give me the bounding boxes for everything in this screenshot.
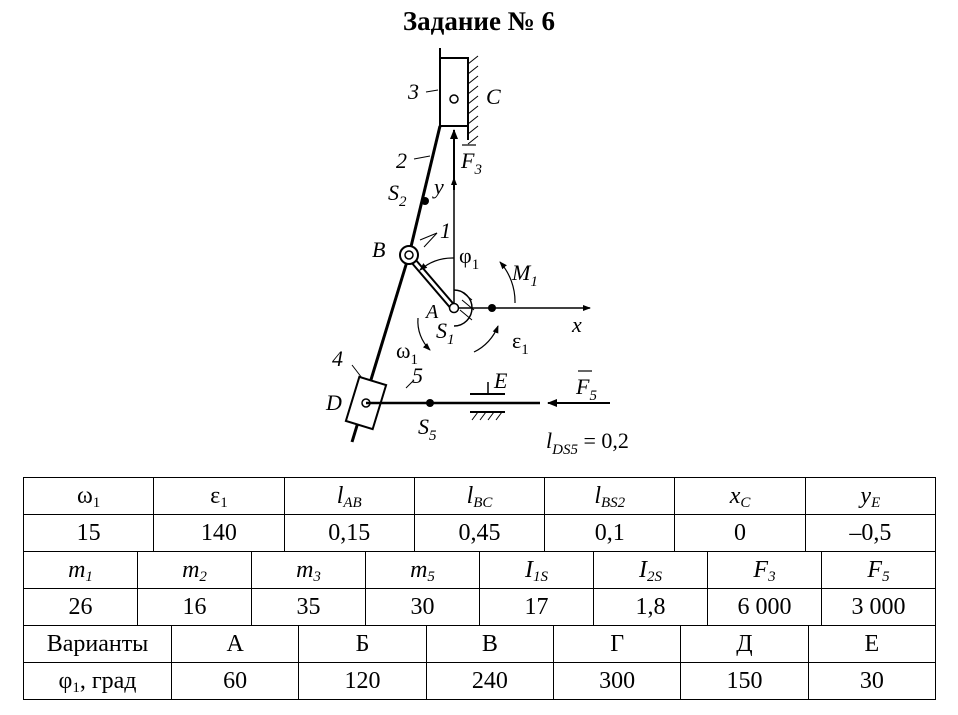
table-cell: 26 xyxy=(23,588,138,626)
label-link-2: 2 xyxy=(396,148,407,173)
table-cell: 0 xyxy=(674,514,806,552)
table-cell: 0,15 xyxy=(283,514,415,552)
table-cell: –0,5 xyxy=(804,514,937,552)
table-row: m1 m2 m3 m5 I1S I2S F3 F5 xyxy=(23,551,936,589)
table-cell: 35 xyxy=(251,588,366,626)
table-cell: 0,45 xyxy=(413,514,546,552)
slider-3 xyxy=(439,57,469,127)
params-table-1: ω1 ε1 lAB lBC lBS2 xC yE 15 140 0,15 0,4… xyxy=(22,477,937,552)
label-point-s5: S5 xyxy=(418,414,437,444)
table-cell: 240 xyxy=(425,662,554,700)
table-cell: 120 xyxy=(298,662,427,700)
label-link-5: 5 xyxy=(412,363,423,388)
label-point-e: E xyxy=(493,368,508,393)
joint-b xyxy=(404,250,414,260)
table-header: F5 xyxy=(821,551,936,589)
label-phi1: φ1 xyxy=(459,243,479,273)
table-cell: 140 xyxy=(153,514,285,552)
label-link-1: 1 xyxy=(440,218,451,243)
label-epsilon: ε1 xyxy=(512,328,529,358)
omega-arc xyxy=(417,317,431,351)
table-header: m3 xyxy=(251,551,366,589)
params-table-2: m1 m2 m3 m5 I1S I2S F3 F5 26 16 35 30 17… xyxy=(23,551,936,626)
guide-c xyxy=(467,55,479,145)
phi-arc xyxy=(419,257,455,271)
label-point-b: B xyxy=(372,237,385,262)
label-point-a: A xyxy=(424,301,439,323)
label-link-4: 4 xyxy=(332,346,343,371)
table-row: 15 140 0,15 0,45 0,1 0 –0,5 xyxy=(22,514,937,552)
table-row: Варианты А Б В Г Д Е xyxy=(23,625,937,663)
table-cell: 1,8 xyxy=(593,588,708,626)
moment-arc xyxy=(499,261,516,304)
table-header: m5 xyxy=(365,551,480,589)
table-cell: Г xyxy=(552,625,682,663)
table-cell: 16 xyxy=(137,588,252,626)
point-s1 xyxy=(488,304,496,312)
table-cell: А xyxy=(170,625,300,663)
label-force-f3: F3 xyxy=(460,148,482,178)
table-header: ω1 xyxy=(22,477,155,515)
label-moment: M1 xyxy=(511,260,538,290)
variants-label: Варианты xyxy=(23,625,172,663)
variants-table: Варианты А Б В Г Д Е φ1, град 60 120 240… xyxy=(23,625,937,700)
table-header: m1 xyxy=(23,551,138,589)
joint-c xyxy=(449,94,459,104)
epsilon-arc xyxy=(473,325,499,353)
table-cell: Е xyxy=(807,625,937,663)
point-s2 xyxy=(421,197,429,205)
label-force-f5: F5 xyxy=(575,374,597,404)
support-a xyxy=(448,289,475,327)
table-cell: 60 xyxy=(170,662,300,700)
label-lds5: lDS5 = 0,2 xyxy=(546,428,629,458)
table-header: ε1 xyxy=(153,477,285,515)
table-cell: 6 000 xyxy=(707,588,822,626)
guide-e xyxy=(470,382,505,421)
table-header: lBS2 xyxy=(544,477,676,515)
label-point-s2: S2 xyxy=(388,180,407,210)
table-cell: 3 000 xyxy=(821,588,936,626)
label-point-s1: S1 xyxy=(436,318,455,348)
mechanism-diagram: 3 C 2 F3 y S2 1 B φ1 M1 A S1 x ω1 ε1 4 5… xyxy=(325,48,629,458)
table-header: m2 xyxy=(137,551,252,589)
point-s5 xyxy=(426,399,434,407)
table-cell: 30 xyxy=(365,588,480,626)
table-header: I2S xyxy=(593,551,708,589)
page-title: Задание № 6 xyxy=(402,6,556,36)
table-cell: 15 xyxy=(22,514,155,552)
label-link-3: 3 xyxy=(407,79,419,104)
label-point-c: C xyxy=(486,84,501,109)
table-row: φ1, град 60 120 240 300 150 30 xyxy=(23,662,937,700)
angle-label: φ1, град xyxy=(23,662,172,700)
table-cell: В xyxy=(425,625,554,663)
table-cell: Д xyxy=(680,625,809,663)
table-header: xC xyxy=(674,477,806,515)
table-header: lAB xyxy=(283,477,415,515)
table-cell: 30 xyxy=(807,662,937,700)
table-row: 26 16 35 30 17 1,8 6 000 3 000 xyxy=(23,588,936,626)
table-cell: Б xyxy=(298,625,427,663)
table-header: I1S xyxy=(479,551,594,589)
table-cell: 17 xyxy=(479,588,594,626)
table-cell: 0,1 xyxy=(544,514,676,552)
label-axis-x: x xyxy=(571,312,582,337)
table-cell: 150 xyxy=(680,662,809,700)
table-header: lBC xyxy=(413,477,546,515)
link-2 xyxy=(407,125,442,256)
table-row: ω1 ε1 lAB lBC lBS2 xC yE xyxy=(22,477,937,515)
table-cell: 300 xyxy=(552,662,682,700)
label-omega: ω1 xyxy=(396,338,418,368)
label-axis-y: y xyxy=(432,174,444,199)
table-header: F3 xyxy=(707,551,822,589)
table-header: yE xyxy=(804,477,937,515)
label-point-d: D xyxy=(325,390,342,415)
